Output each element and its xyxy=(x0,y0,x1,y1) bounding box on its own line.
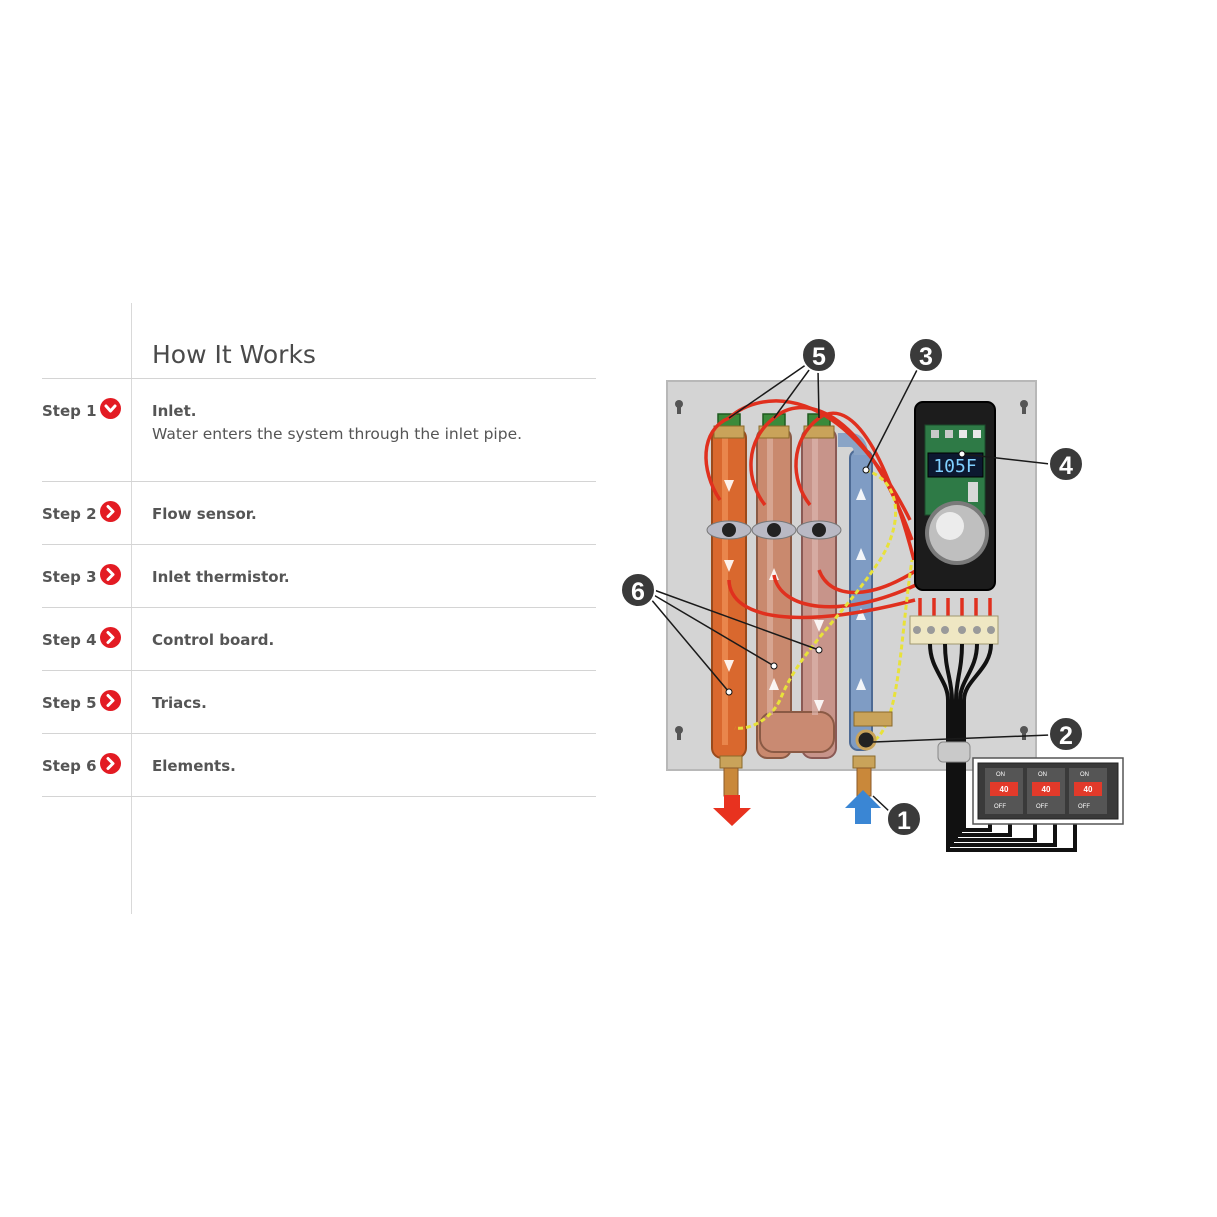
callout-3: 3 xyxy=(909,338,943,372)
callout-6: 6 xyxy=(621,573,655,607)
callout-4: 4 xyxy=(1049,447,1083,481)
breaker-on-label: ON xyxy=(1080,772,1089,778)
callout-number: 2 xyxy=(1059,722,1073,750)
breaker-off-label: OFF xyxy=(994,804,1006,810)
step-heading: Flow sensor. xyxy=(152,505,257,523)
callout-number: 4 xyxy=(1059,452,1073,480)
callout-1: 1 xyxy=(887,802,921,836)
divider xyxy=(42,607,596,608)
step-heading: Inlet thermistor. xyxy=(152,568,290,586)
step-heading: Elements. xyxy=(152,757,236,775)
step-label: Step 3 xyxy=(42,568,97,586)
chevron-right-icon[interactable] xyxy=(100,753,121,774)
cold-water-arrow xyxy=(845,790,881,824)
chevron-down-icon[interactable] xyxy=(100,398,121,419)
divider xyxy=(42,670,596,671)
callout-number: 5 xyxy=(812,343,826,371)
vertical-divider xyxy=(131,303,132,914)
breaker-rating: 40 xyxy=(1000,785,1009,794)
chevron-right-icon[interactable] xyxy=(100,690,121,711)
breakers: ON ON ON 40 40 40 OFF OFF OFF xyxy=(985,768,1107,814)
step-heading: Control board. xyxy=(152,631,274,649)
callout-number: 1 xyxy=(897,807,911,835)
callout-2: 2 xyxy=(1049,717,1083,751)
breaker-rating: 40 xyxy=(1042,785,1051,794)
breaker-off-label: OFF xyxy=(1078,804,1090,810)
divider xyxy=(42,378,596,379)
breaker-on-label: ON xyxy=(1038,772,1047,778)
lcd-readout: 105F xyxy=(933,456,976,477)
breaker-on-label: ON xyxy=(996,772,1005,778)
callout-number: 6 xyxy=(631,578,645,606)
chevron-right-icon[interactable] xyxy=(100,564,121,585)
step-label: Step 4 xyxy=(42,631,97,649)
step-label: Step 2 xyxy=(42,505,97,523)
water-heater-diagram: 105F ON ON ON 40 40 40 OFF OFF xyxy=(600,330,1140,870)
step-label: Step 6 xyxy=(42,757,97,775)
hot-water-arrow xyxy=(713,795,751,826)
divider xyxy=(42,544,596,545)
breaker-rating: 40 xyxy=(1084,785,1093,794)
element-clamps xyxy=(707,521,841,539)
step-heading: Inlet. xyxy=(152,402,196,420)
step-label: Step 1 xyxy=(42,402,97,420)
terminal-block xyxy=(910,616,998,644)
chevron-right-icon[interactable] xyxy=(100,501,121,522)
section-title: How It Works xyxy=(152,340,316,369)
step-label: Step 5 xyxy=(42,694,97,712)
breaker-off-label: OFF xyxy=(1036,804,1048,810)
chevron-right-icon[interactable] xyxy=(100,627,121,648)
divider xyxy=(42,733,596,734)
callout-5: 5 xyxy=(802,338,836,372)
step-heading: Triacs. xyxy=(152,694,207,712)
divider xyxy=(42,796,596,797)
callout-number: 3 xyxy=(919,343,933,371)
step-description: Water enters the system through the inle… xyxy=(152,425,522,443)
divider xyxy=(42,481,596,482)
